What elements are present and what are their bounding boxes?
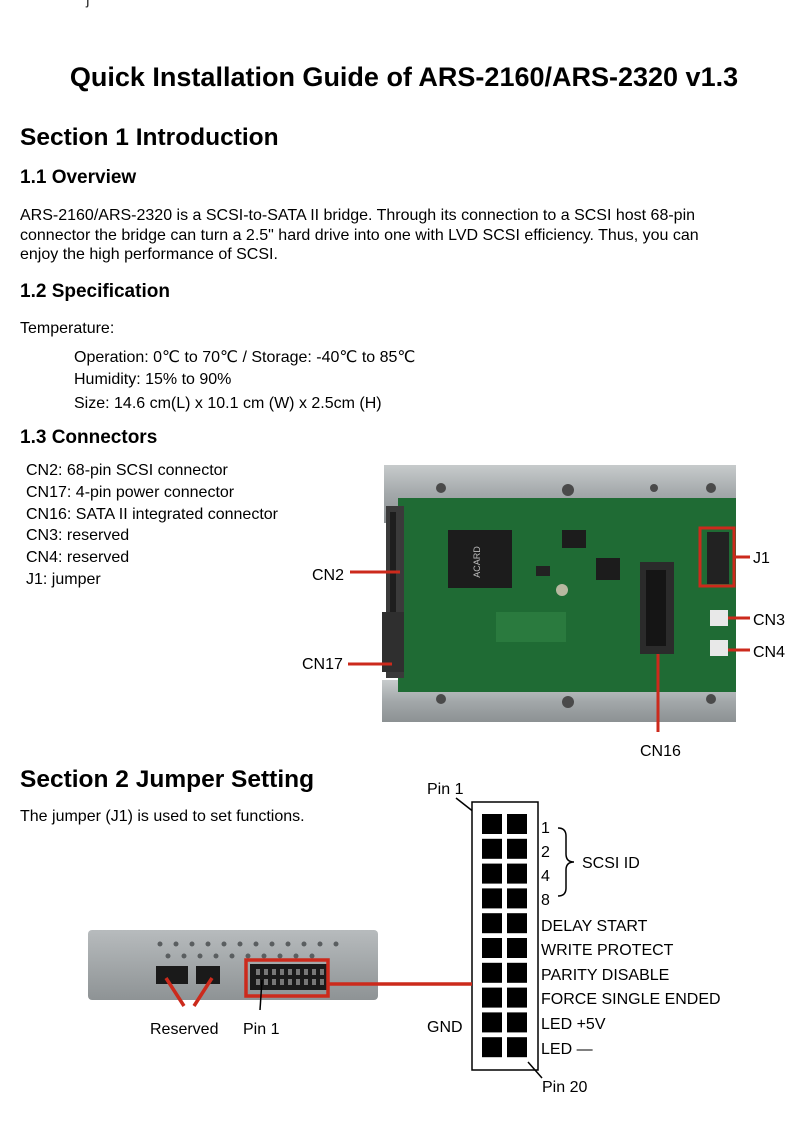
jumper-pin	[507, 913, 527, 934]
overview-line: enjoy the high performance of SCSI.	[20, 246, 278, 263]
spec-size: Size: 14.6 cm(L) x 10.1 cm (W) x 2.5cm (…	[74, 395, 382, 412]
reserved-connector-right	[196, 966, 220, 984]
cn4-callout: CN4	[753, 644, 785, 661]
jumper-pin	[482, 1012, 502, 1033]
jumper-pin	[507, 838, 527, 859]
overview-text: ARS-2160/ARS-2320 is a SCSI-to-SATA II b…	[20, 206, 800, 265]
spec-humidity: Humidity: 15% to 90%	[74, 371, 232, 388]
pin-label-1: 1	[541, 820, 550, 837]
power-connector	[382, 612, 404, 672]
pin-label-8: 8	[541, 892, 550, 909]
pin-label-parity-disable: PARITY DISABLE	[541, 967, 669, 984]
cn17-callout: CN17	[302, 656, 343, 673]
jumper-pin	[507, 863, 527, 884]
jumper-pin	[482, 1037, 502, 1058]
connector-item-cn17: CN17: 4-pin power connector	[26, 483, 235, 501]
cn3-callout: CN3	[753, 612, 785, 629]
jumper-pin	[482, 938, 502, 958]
jumper-pin	[482, 962, 502, 983]
scsi-id-brace	[557, 827, 575, 897]
gnd-label: GND	[427, 1019, 463, 1036]
pin1-photo-label: Pin 1	[243, 1021, 280, 1038]
jumper-diagram: Pin 1 SCSI ID 1 2 4 8 DELAY START WRITE …	[88, 781, 721, 1096]
reserved-label: Reserved	[150, 1021, 218, 1038]
jumper-pin	[507, 962, 527, 983]
pin-label-4: 4	[541, 868, 550, 885]
connector-item-j1: J1: jumper	[26, 570, 101, 588]
header-fragment: j	[86, 0, 90, 9]
jumper-pin	[482, 838, 502, 859]
jumper-pin	[507, 987, 527, 1008]
overview-line: ARS-2160/ARS-2320 is a SCSI-to-SATA II b…	[20, 207, 696, 224]
pin-label-force-single-ended: FORCE SINGLE ENDED	[541, 991, 721, 1008]
jumper-pin	[482, 863, 502, 884]
pin-label-write-protect: WRITE PROTECT	[541, 942, 674, 959]
overview-heading: 1.1 Overview	[20, 167, 137, 188]
jumper-callouts	[164, 958, 472, 1007]
jumper-pin	[507, 938, 527, 958]
cn4-connector	[710, 640, 728, 656]
chip-label: ACARD	[472, 546, 482, 578]
jumper-pin	[482, 814, 502, 834]
pin1-photo-pointer	[259, 979, 263, 1011]
photo-jumper-header	[250, 964, 328, 990]
j1-callout: J1	[753, 550, 770, 567]
spec-operation: Operation: 0℃ to 70℃ / Storage: -40℃ to …	[74, 349, 416, 366]
connectors-heading: 1.3 Connectors	[20, 427, 158, 448]
jumper-pin	[507, 1012, 527, 1033]
cn16-callout: CN16	[640, 743, 681, 760]
j1-header	[707, 532, 729, 584]
connector-item-cn16: CN16: SATA II integrated connector	[26, 505, 278, 523]
pin20-label: Pin 20	[542, 1079, 587, 1096]
pin-label-2: 2	[541, 844, 550, 861]
section2-title: Section 2 Jumper Setting	[20, 766, 315, 793]
cn3-connector	[710, 610, 728, 626]
jumper-header-outline	[471, 801, 539, 1071]
vent-holes	[157, 941, 339, 959]
pin-label-led-5v: LED +5V	[541, 1016, 606, 1033]
acard-chip	[448, 530, 512, 588]
jumper-pin	[482, 913, 502, 934]
rear-panel	[88, 930, 378, 1000]
spec-heading: 1.2 Specification	[20, 281, 170, 302]
reserved-connector-left	[156, 966, 188, 984]
overview-line: connector the bridge can turn a 2.5" har…	[20, 226, 699, 244]
connector-list: CN2: 68-pin SCSI connector CN17: 4-pin p…	[26, 460, 278, 591]
connector-item-cn3: CN3: reserved	[26, 527, 130, 545]
section1-title: Section 1 Introduction	[20, 124, 279, 151]
rail-holes	[436, 483, 716, 708]
jumper-pin	[507, 814, 527, 834]
jumper-pins	[482, 814, 527, 1058]
page-title: Quick Installation Guide of ARS-2160/ARS…	[69, 62, 739, 92]
jumper-pin	[507, 1037, 527, 1058]
jumper-intro: The jumper (J1) is used to set functions…	[20, 808, 305, 825]
jumper-pin	[482, 987, 502, 1008]
pin1-top-label: Pin 1	[427, 781, 464, 798]
cn2-callout: CN2	[312, 567, 344, 584]
temperature-label: Temperature:	[20, 320, 115, 337]
pin20-pointer	[527, 1061, 543, 1079]
board-photo: ACARD CN2 CN17 J1 CN3 CN4 CN16	[302, 465, 785, 760]
pin-label-led-minus: LED —	[541, 1041, 593, 1058]
connector-item-cn4: CN4: reserved	[26, 549, 130, 567]
callout-lines	[348, 526, 750, 732]
scsi-id-label: SCSI ID	[582, 855, 640, 872]
pcb-board	[398, 498, 736, 692]
pin-label-delay-start: DELAY START	[541, 918, 648, 935]
jumper-pin	[507, 888, 527, 909]
jumper-pin	[482, 888, 502, 909]
connector-item-cn2: CN2: 68-pin SCSI connector	[26, 462, 228, 479]
